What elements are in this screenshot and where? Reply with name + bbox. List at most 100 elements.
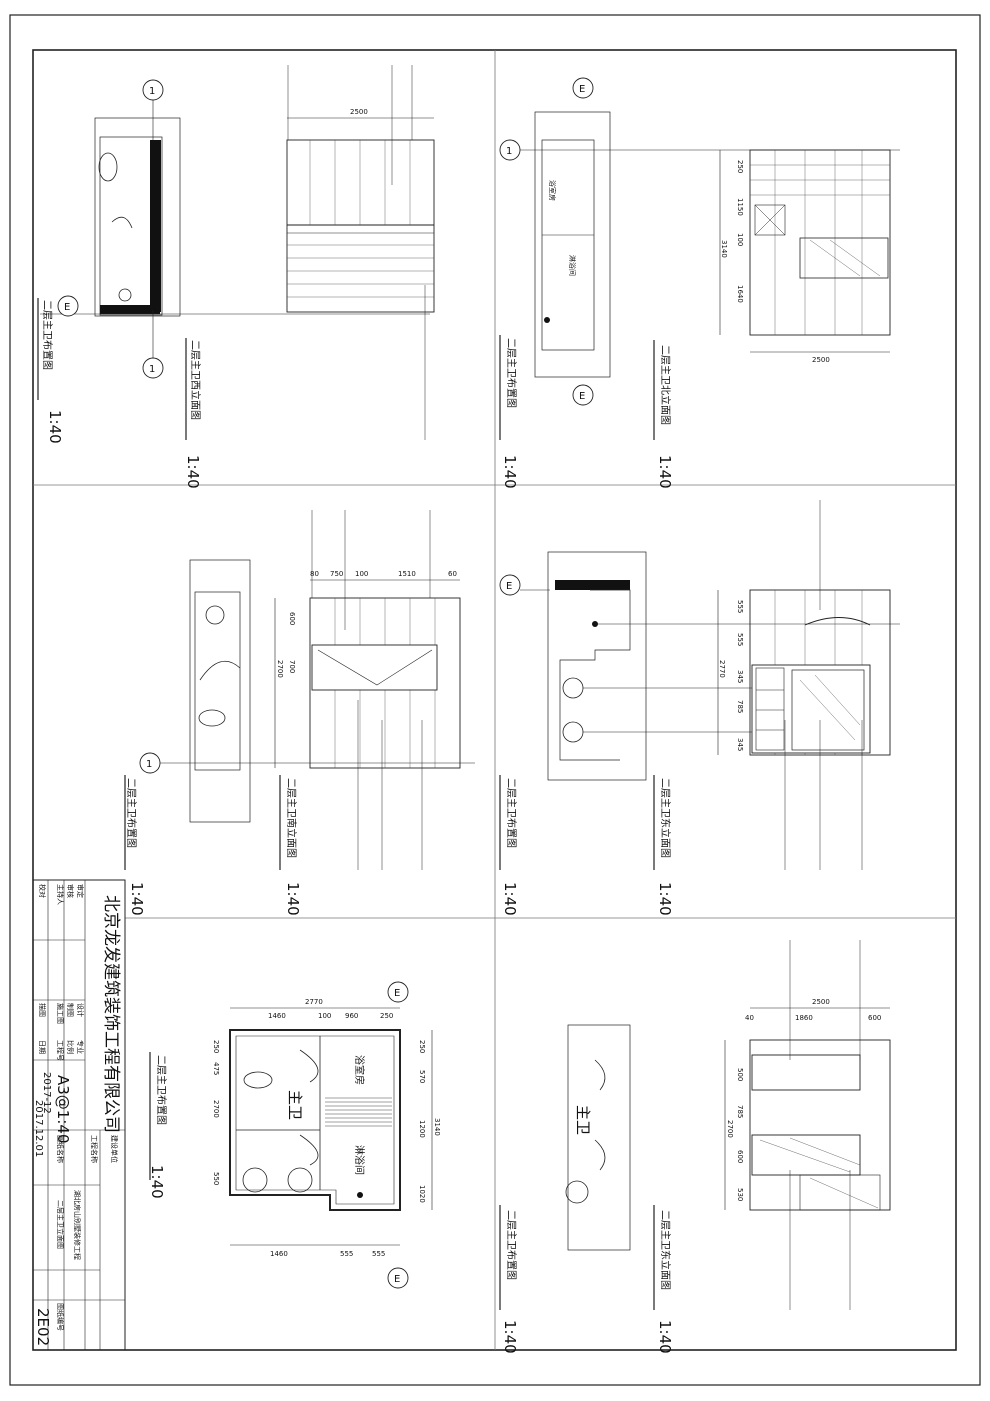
inner-frame [32,49,957,1351]
dim-label: 550 [212,1172,220,1185]
dim-label: 2500 [812,356,830,364]
role-6: 施工图 [56,1003,65,1024]
dim-label: 1460 [270,1250,288,1258]
basin-icon [118,288,132,302]
dim-label: 345 [736,738,744,751]
axis-label: E [394,988,400,999]
dim-label: 100 [355,570,368,578]
dim-label: 250 [380,1012,393,1020]
role-8: 专业 [76,1040,85,1054]
axis-bubble [142,357,164,379]
dim-label: 785 [736,1105,744,1118]
dim-label: 1510 [398,570,416,578]
axis-bubble [572,77,594,99]
dim-label: 250 [736,160,744,173]
role-10: 工程号 [56,1040,65,1061]
dim-label: 80 [310,570,319,578]
outer-frame [9,14,981,1386]
axis-bubble [572,384,594,406]
dim-label: 960 [345,1012,358,1020]
role-0: 审定 [76,884,85,898]
dim-label: 500 [736,1068,744,1081]
panel-title: 二层主卫布置图 [505,1210,517,1280]
drawing-no-label: 图纸编号 [56,1303,65,1331]
axis-label: E [579,391,585,402]
axis-bubble [57,295,79,317]
dim-label: 100 [736,233,744,246]
dim-label: 1200 [418,1120,426,1138]
dim-label: 555 [736,600,744,613]
dim-label: 475 [212,1062,220,1075]
panel-scale: 1:40 [501,455,519,489]
dim-label: 2700 [276,660,284,678]
dim-label: 2770 [718,660,726,678]
panel-elevation-north: 250 1150 100 1640 3140 2500 二层主卫北立面图 1:4… [653,149,891,489]
dim-label: 555 [736,633,744,646]
axis-bubble [499,574,521,596]
toilet-icon [98,152,118,182]
date-value: 2017.12.01 [33,1100,44,1157]
axis-label: 1 [146,759,152,770]
panel-scale: 1:40 [46,410,64,444]
dim-label: 700 [288,660,296,673]
basin-icon [565,1180,589,1204]
panel-elevation-south: 80 750 100 1510 60 2700 600 700 二层主卫南立面图… [274,510,461,916]
panel-scale: 1:40 [148,1165,166,1199]
dim-label: 1460 [268,1012,286,1020]
scale-value: A3@1:40 [54,1075,72,1144]
panel-scale: 1:40 [656,1320,674,1354]
dim-label: 3140 [433,1118,441,1136]
axis-label: 1 [149,364,155,375]
axis-bubble [387,1267,409,1289]
title-block: 北京龙发建筑装饰工程有限公司 A3@1:40 2017-12 2017.12.0… [32,879,126,1351]
dim-label: 250 [212,1040,220,1053]
dim-label: 1020 [418,1185,426,1203]
panel-title: 二层主卫南立面图 [285,778,298,858]
basin-icon [562,721,584,743]
axis-label: E [506,581,512,592]
panel-plan-main: 浴室房 淋浴间 主卫 2770 1460 100 960 250 3140 25… [148,981,441,1289]
drawing-name-label: 图纸名称 [56,1135,65,1163]
panel-plan-4: E 二层主卫布置图 1:40 [499,551,900,916]
dim-label: 2770 [305,998,323,1006]
dim-label: 555 [340,1250,353,1258]
project-label: 工程名称 [90,1135,99,1163]
dim-label: 1860 [795,1014,813,1022]
dim-label: 785 [736,700,744,713]
panel-title: 二层主卫西立面图 [189,340,202,420]
axis-label: E [64,302,70,313]
drawing-no: 2E02 [34,1308,52,1346]
panel-title: 二层主卫东立面图 [659,1210,672,1290]
dim-label: 570 [418,1070,426,1083]
basin-icon [205,605,225,625]
basin-icon [242,1167,268,1193]
axis-label: 1 [149,86,155,97]
room-label: 主卫 [574,1105,592,1135]
dim-label: 3140 [720,240,728,258]
role-4: 设计 [76,1003,85,1017]
panel-plan-5: 主卫 二层主卫布置图 1:40 [499,1024,631,1354]
dim-label: 250 [418,1040,426,1053]
owner-label: 建设单位 [110,1135,119,1163]
dim-label: 345 [736,670,744,683]
toilet-icon [243,1071,273,1089]
role-5: 制图 [66,1003,75,1017]
dim-label: 40 [745,1014,754,1022]
panel-title: 二层主卫北立面图 [659,345,672,425]
dim-label: 1150 [736,198,744,216]
basin-icon [287,1167,313,1193]
role-11: 日期 [38,1040,46,1054]
dim-label: 2500 [812,998,830,1006]
room-label: 浴室房 [548,180,557,201]
role-3: 校对 [38,884,47,898]
panel-plan-3: 1 二层主卫布置图 1:40 [124,559,475,916]
project-name: 湖北房山别墅装修工程 [73,1190,82,1260]
panel-elevation-east: 555 555 345 785 345 2770 二层主卫东立面图 1:40 [653,500,891,916]
panel-scale: 1:40 [501,1320,519,1354]
role-9: 比例 [66,1040,75,1054]
dim-label: 60 [448,570,457,578]
dim-label: 2500 [350,108,368,116]
panel-scale: 1:40 [284,882,302,916]
company-name: 北京龙发建筑装饰工程有限公司 [101,895,121,1133]
panel-elevation-east-2: 2500 40 1860 600 2700 500 785 600 530 二层… [653,940,891,1354]
